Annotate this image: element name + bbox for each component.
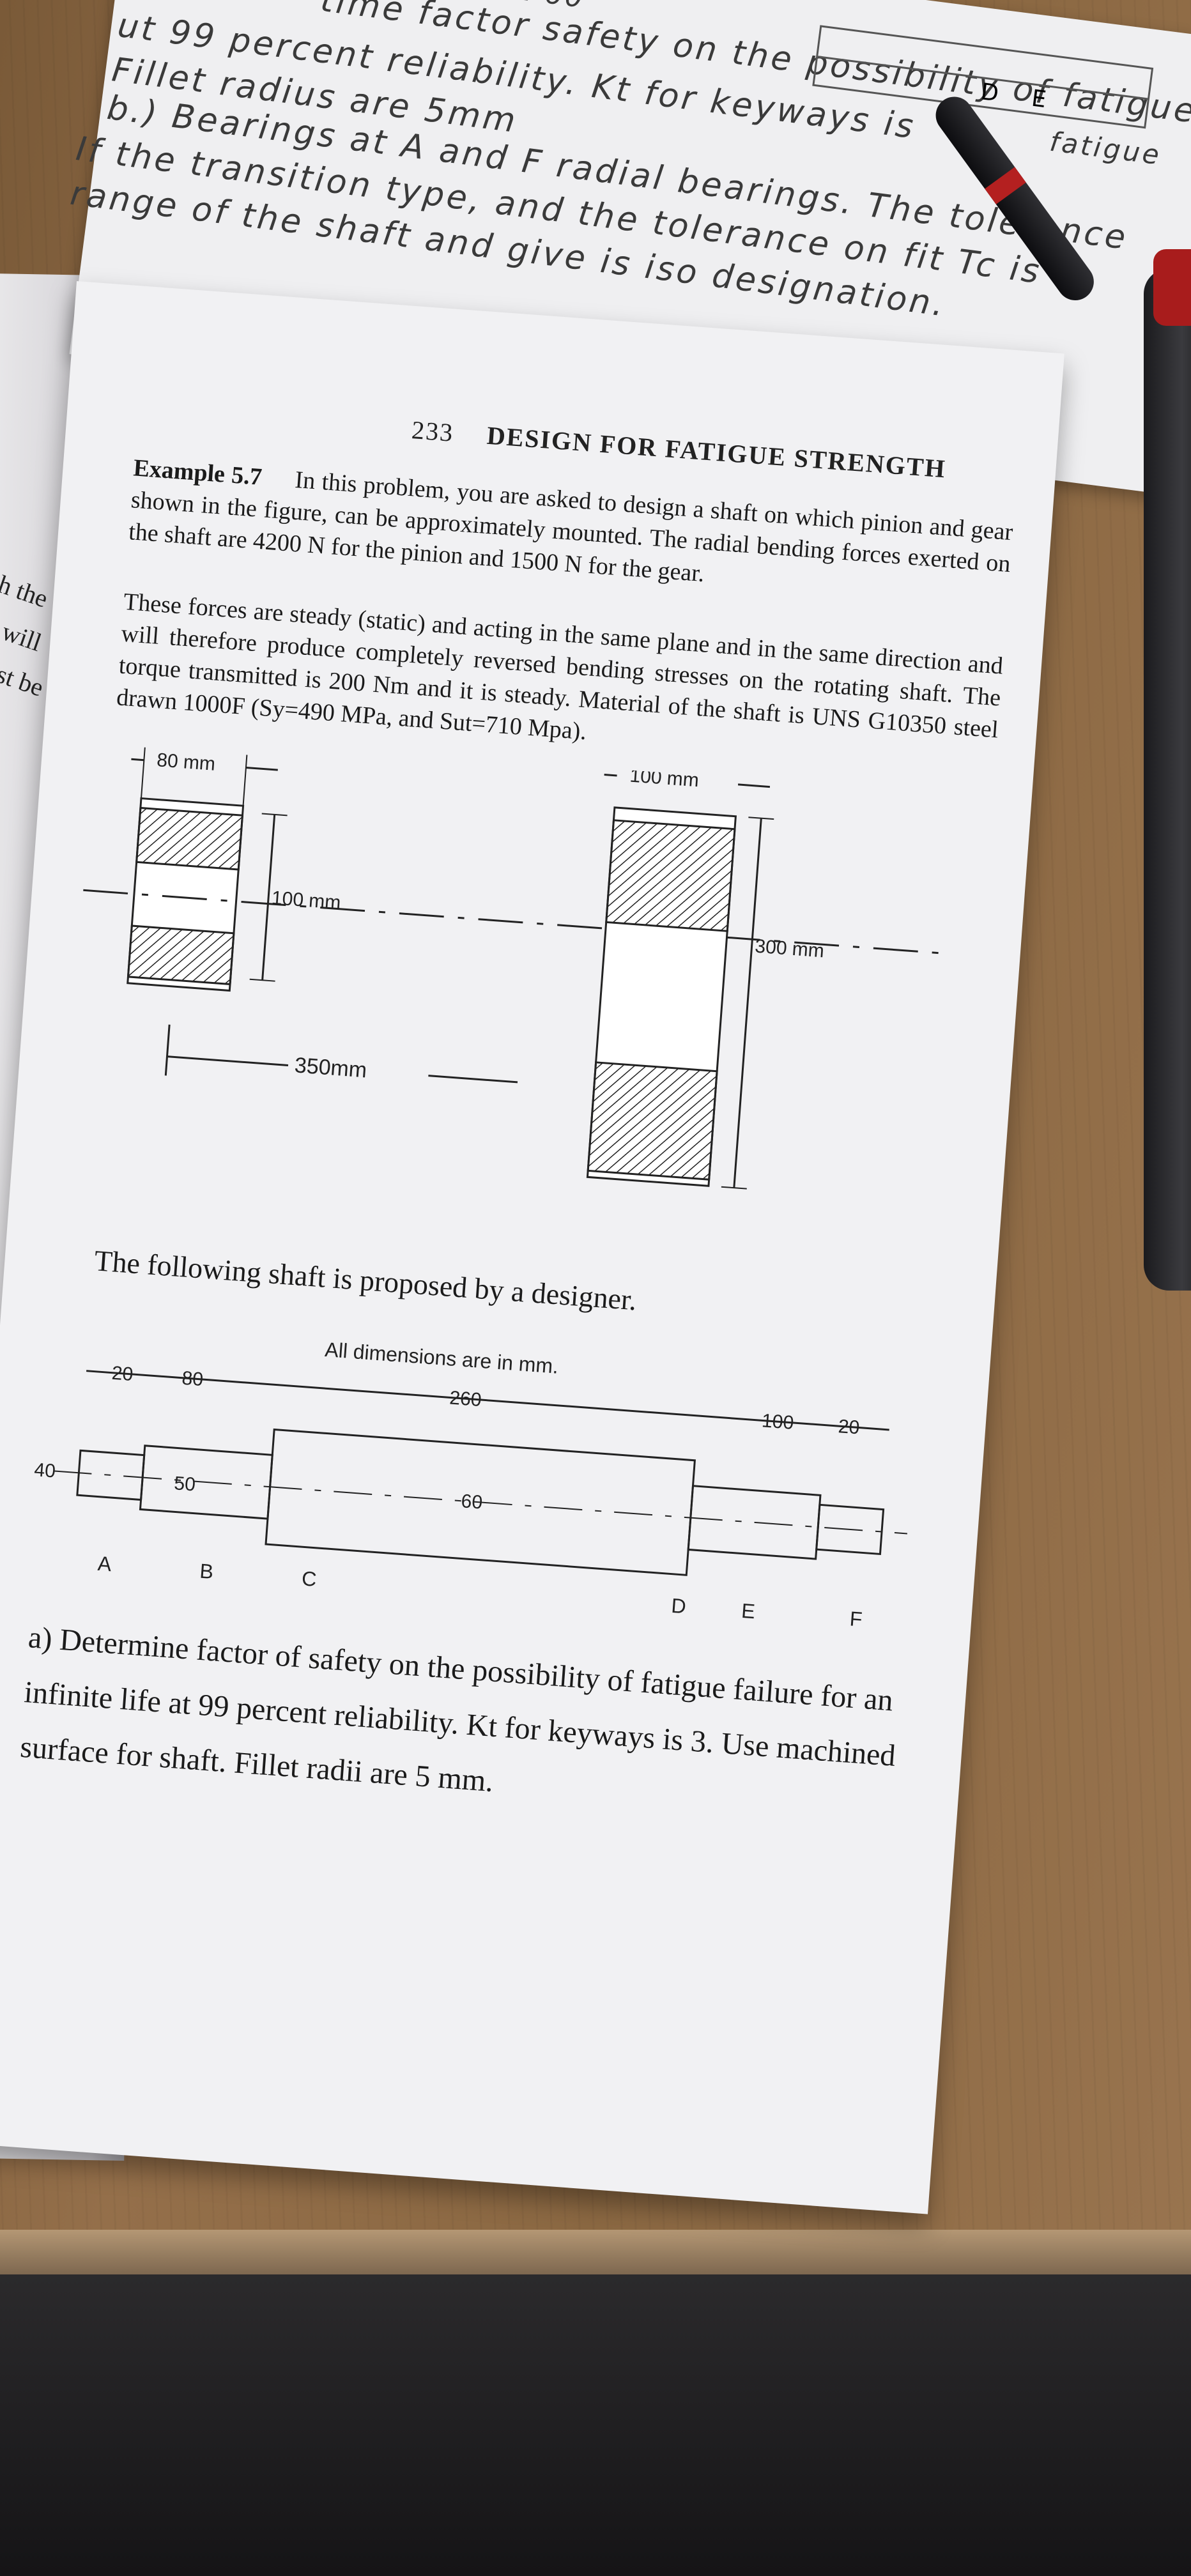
pinion-width-label: 80 mm	[156, 749, 216, 775]
station-label: C	[301, 1567, 318, 1591]
dim-label: 260	[449, 1387, 482, 1411]
shaft-figure: All dimensions are in mm. 20 80 260 100 …	[33, 1338, 907, 1631]
dim-label: 20	[838, 1416, 861, 1438]
example-label: Example 5.7	[132, 454, 263, 491]
pinion-drawing	[127, 747, 288, 992]
station-label: B	[199, 1560, 214, 1583]
note-table-label: D	[979, 79, 1001, 107]
spacing-label: 350mm	[294, 1053, 368, 1082]
gear-diameter-label: 300 mm	[754, 936, 825, 962]
station-label: D	[670, 1594, 687, 1618]
pinion-diameter-label: 100 mm	[271, 887, 342, 914]
paragraph-2-text: These forces are steady (static) and act…	[115, 588, 1004, 746]
gear-width-label: 100 mm	[629, 765, 700, 792]
note-table-label: E	[1029, 85, 1048, 114]
diameter-label: 50	[173, 1473, 196, 1495]
running-head: 233 DESIGN FOR FATIGUE STRENGTH	[411, 415, 948, 484]
left-page-fragment: gh the	[0, 565, 52, 613]
designer-text: The following shaft is proposed by a des…	[93, 1244, 638, 1317]
dim-label: 80	[181, 1368, 204, 1390]
gear-drawing	[586, 774, 774, 1190]
dim-label: 100	[761, 1410, 794, 1434]
textbook-page: 233 DESIGN FOR FATIGUE STRENGTH Example …	[0, 281, 1064, 2214]
left-page-fragment: ust be	[0, 655, 47, 702]
dark-floor	[0, 2274, 1191, 2576]
diameter-label: 40	[33, 1459, 56, 1482]
station-label: E	[741, 1599, 756, 1623]
page-number: 233	[410, 415, 455, 447]
station-label: F	[849, 1607, 863, 1630]
diameter-label: 60	[461, 1491, 484, 1513]
dim-label: 20	[111, 1363, 134, 1385]
marker	[1144, 268, 1191, 1291]
left-page-fragment: e will	[0, 611, 45, 657]
pinion-gear-figure: 80 mm 100 mm 100 mm 300 mm 350mm	[83, 747, 950, 1190]
running-head-title: DESIGN FOR FATIGUE STRENGTH	[486, 420, 948, 484]
dimension-note: All dimensions are in mm.	[324, 1338, 559, 1378]
station-label: A	[97, 1552, 113, 1576]
note-fragment: fatigue	[1048, 125, 1164, 171]
marker-cap	[1153, 249, 1191, 326]
